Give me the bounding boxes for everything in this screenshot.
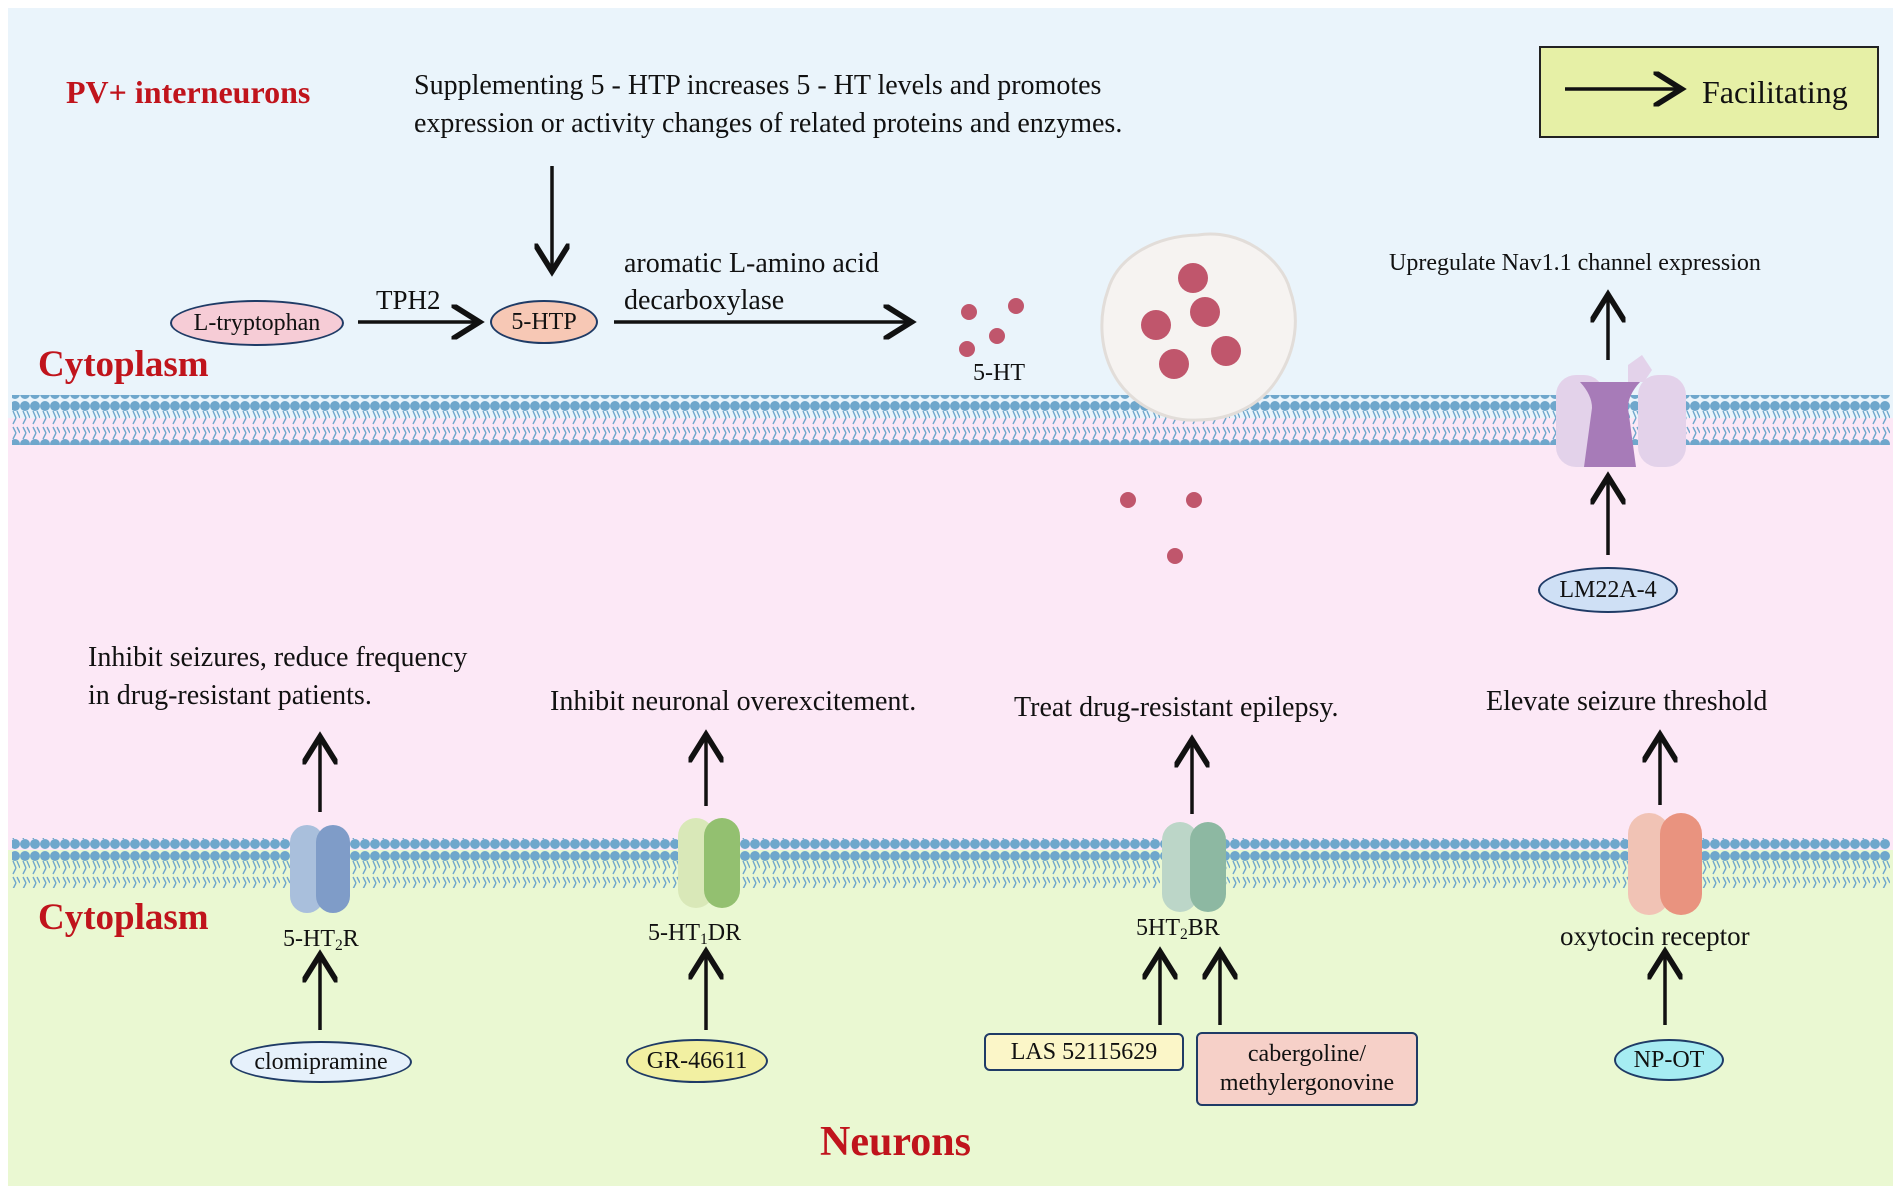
cabergoline-label: cabergoline/ [1247, 1041, 1367, 1068]
legend-label: Facilitating [1702, 74, 1848, 110]
nav-channel [1556, 355, 1686, 467]
nav-effect-label: Upregulate Nav1.1 channel expression [1389, 250, 1761, 276]
5ht1dr-name: 5-HT1DR [648, 920, 742, 948]
5-htp-node: 5-HTP [490, 300, 598, 344]
serotonin-molecules [959, 298, 1202, 564]
receptor-5ht1dr-shape [678, 818, 740, 908]
5-ht-label: 5-HT [973, 360, 1025, 386]
neurons-label: Neurons [820, 1119, 971, 1165]
5ht2br-effect: Treat drug-resistant epilepsy. [1014, 692, 1339, 723]
receptor-5ht2br-shape [1162, 822, 1226, 912]
5ht2r-name: 5-HT2R [283, 926, 359, 954]
np-ot-node: NP-OT [1614, 1039, 1724, 1081]
aadc-label-line1: aromatic L-amino acid [624, 248, 879, 279]
vesicle [1100, 232, 1297, 422]
5ht2br-name: 5HT2BR [1136, 915, 1220, 943]
5ht2r-effect-line1: Inhibit seizures, reduce frequency [88, 642, 468, 673]
legend-box [1539, 46, 1879, 138]
oxytocin-effect: Elevate seizure threshold [1486, 686, 1768, 717]
gr-46611-node: GR-46611 [626, 1039, 768, 1083]
5ht2r-effect-line2: in drug-resistant patients. [88, 680, 372, 711]
cabergoline-methylergonovine-node: cabergoline/ methylergonovine [1196, 1032, 1418, 1106]
las-52115629-node: LAS 52115629 [984, 1033, 1184, 1071]
5ht1dr-effect: Inhibit neuronal overexcitement. [550, 686, 917, 717]
oxytocin-receptor-name: oxytocin receptor [1560, 921, 1750, 951]
cytoplasm-top-label: Cytoplasm [38, 344, 209, 385]
pv-interneurons-label: PV+ interneurons [66, 74, 311, 110]
clomipramine-node: clomipramine [230, 1041, 412, 1083]
aadc-label-line2: decarboxylase [624, 285, 785, 316]
tph2-label: TPH2 [376, 285, 441, 315]
receptor-oxytocin-shape [1628, 813, 1702, 915]
cytoplasm-bottom-label: Cytoplasm [38, 897, 209, 938]
methylergonovine-label: methylergonovine [1219, 1070, 1395, 1096]
lm22a-4-node: LM22A-4 [1538, 567, 1678, 613]
receptor-5ht2r-shape [290, 825, 350, 913]
supplement-note-line1: Supplementing 5 - HTP increases 5 - HT l… [414, 70, 1102, 101]
l-tryptophan-node: L-tryptophan [170, 300, 344, 346]
supplement-note-line2: expression or activity changes of relate… [414, 108, 1123, 139]
